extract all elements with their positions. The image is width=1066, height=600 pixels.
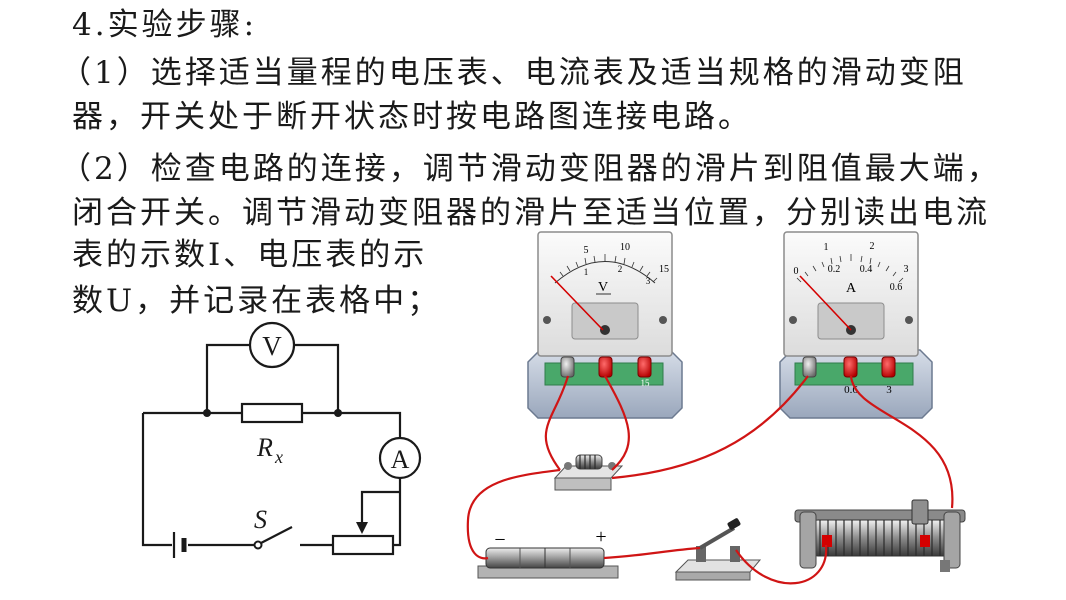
ammeter-face-symbol: A [846,281,857,296]
junction-dot [334,409,342,417]
wire-resistor-to-battery [466,468,561,560]
resistor-rx-symbol [240,402,304,424]
battery-device: − + [477,526,619,579]
wire-battery-to-switch [603,546,701,560]
ammeter-symbol-label: A [391,445,410,474]
voltmeter-scale-lower: 1 [584,267,589,277]
step2-line2: 闭合开关。调节滑动变阻器的滑片至适当位置，分别读出电流 [72,195,990,231]
step1-line2: 器，开关处于断开状态时按电路图连接电路。 [72,99,752,135]
voltmeter-window [571,302,639,340]
voltmeter-scale-lower: 3 [646,276,651,286]
resistor-device [553,454,624,491]
voltmeter-wire-right [294,343,340,413]
voltmeter-terminal-label: 15 [641,378,651,388]
circuit-schematic [141,343,402,547]
rheostat-device [794,499,966,572]
voltmeter-wire-left [205,343,250,413]
ammeter-device: 0 1 2 3 0.2 0.4 0.6 A 0.6 3 [779,231,933,419]
voltmeter-face-symbol: V [598,280,608,295]
wire-ammeter-neg-to-resistor [611,375,809,480]
voltmeter-symbol-label: V [262,331,282,361]
ammeter-symbol [378,436,422,480]
schematic-wire-right [393,477,402,547]
voltmeter-zero-screw [600,325,610,335]
voltmeter-15v-post [637,356,652,378]
ammeter-06a-post [843,356,858,378]
voltmeter-scale-upper: 5 [584,245,589,256]
ammeter-scale-lower: 0.2 [828,264,841,275]
ammeter-scale-lower: 0.6 [890,282,903,293]
switch-blade [260,526,293,544]
rheostat-slider-arrow [356,522,368,534]
voltmeter-scale-lower: 2 [618,264,623,274]
switch-label: S [254,505,267,534]
voltmeter-needle [550,275,604,331]
battery-minus-label: − [494,529,505,551]
voltmeter-negative-post [560,356,575,378]
ammeter-negative-post [802,356,817,378]
switch-contact [253,540,263,550]
schematic-wire-top [143,411,402,440]
voltmeter-scale-upper: 15 [659,264,669,275]
step2-line4: 数U，并记录在表格中； [72,283,442,319]
voltmeter-scale-upper: 10 [620,242,630,253]
wire-switch-to-rheostat [735,544,828,585]
battery-plus-label: + [595,526,606,548]
step2-line3: 表的示数I、电压表的示 [72,237,428,273]
rheostat-symbol [331,534,395,556]
voltmeter-symbol [248,321,296,369]
voltmeter-device: 5 10 15 1 2 3 V 15 [527,231,683,419]
connection-wires [466,375,954,585]
slider-wire [360,490,400,525]
ammeter-scale-upper: 3 [904,264,909,275]
wire-voltmeter-3v-to-resistor [604,375,630,471]
ammeter-needle [799,275,852,331]
step2-line1: （2）检查电路的连接，调节滑动变阻器的滑片到阻值最大端， [60,151,1001,187]
knife-switch-device [674,518,762,581]
ammeter-scale-upper: 1 [824,242,829,253]
ammeter-terminal-label: 3 [886,384,892,396]
resistor-label: R [256,433,273,462]
junction-dot [203,409,211,417]
step1-line1: （1）选择适当量程的电压表、电流表及适当规格的滑动变阻 [60,55,967,91]
wire-ammeter-to-rheostat [849,375,954,509]
ammeter-scale-upper: 2 [870,241,875,252]
wire-voltmeter-neg-to-resistor [544,375,570,471]
schematic-wire-left [141,413,172,547]
heading: 4.实验步骤: [72,7,258,43]
resistor-subscript: x [274,447,283,467]
ammeter-zero-label: 0 [794,266,799,277]
ammeter-3a-post [881,356,896,378]
voltmeter-3v-post [598,356,613,378]
ammeter-scale-lower: 0.4 [860,264,873,275]
rheostat-slider [911,499,929,525]
ammeter-scale-ticks [796,254,904,283]
